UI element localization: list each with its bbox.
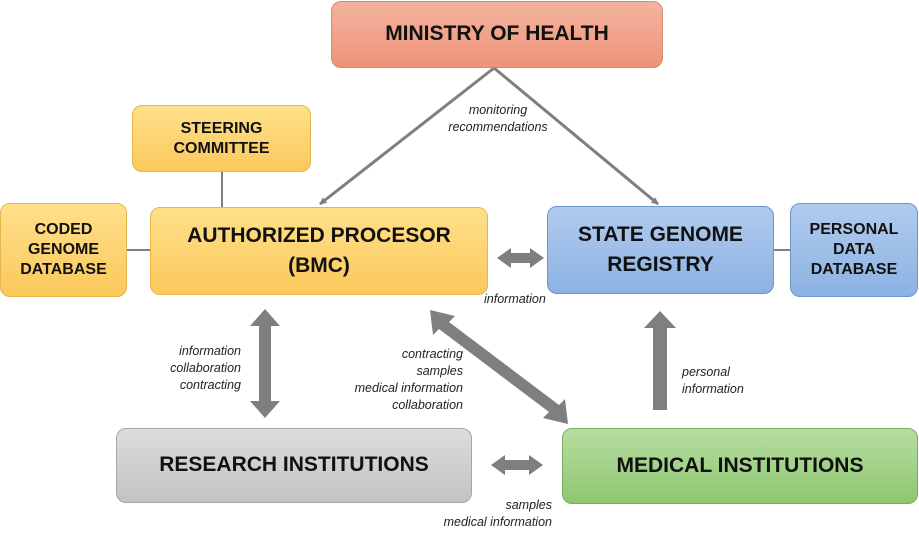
ministry-of-health-label: MINISTRY OF HEALTH <box>385 22 609 46</box>
research-link-label: information collaboration contracting <box>141 343 241 394</box>
medical-to-registry-arrow <box>644 311 676 410</box>
research-link-label-line: contracting <box>179 378 241 392</box>
monitoring-label: monitoring recommendations <box>433 102 563 136</box>
state-genome-registry-line: REGISTRY <box>607 253 714 276</box>
personal-data-database-box: PERSONAL DATA DATABASE <box>790 203 918 297</box>
samples-link-label: samples medical information <box>412 497 552 531</box>
coded-genome-database-line: CODED <box>34 221 93 238</box>
information-registry-label: information <box>484 291 546 308</box>
samples-link-label-line: samples <box>505 498 552 512</box>
medical-link-label-line: contracting <box>401 347 463 361</box>
medical-link-label-line: samples <box>416 364 463 378</box>
authorized-processor-line: AUTHORIZED PROCESOR <box>187 223 451 247</box>
medical-institutions-box: MEDICAL INSTITUTIONS <box>562 428 918 504</box>
authorized-processor-line: (BMC) <box>288 254 350 277</box>
processor-research-double-arrow <box>250 309 280 418</box>
ministry-of-health-box: MINISTRY OF HEALTH <box>331 1 663 68</box>
samples-link-label-line: medical information <box>443 515 552 529</box>
coded-genome-database-box: CODED GENOME DATABASE <box>0 203 127 297</box>
medical-link-label: contracting samples medical information … <box>323 346 463 414</box>
medical-link-label-line: collaboration <box>392 398 463 412</box>
ministry-to-registry-arrow <box>493 66 659 206</box>
personal-information-label: personal information <box>682 364 744 398</box>
personal-data-database-line: DATA <box>832 241 876 258</box>
ministry-to-processor-arrow <box>319 66 495 206</box>
research-link-label-line: collaboration <box>170 361 241 375</box>
steering-committee-line: STEERING <box>180 119 263 137</box>
steering-committee-line: COMMITTEE <box>173 139 270 157</box>
personal-data-database-line: PERSONAL <box>809 221 899 238</box>
steering-committee-box: STEERING COMMITTEE <box>132 105 311 172</box>
personal-information-label-line: information <box>682 382 744 396</box>
authorized-processor-box: AUTHORIZED PROCESOR (BMC) <box>150 207 488 295</box>
monitoring-label-line: recommendations <box>448 120 548 134</box>
state-genome-registry-line: STATE GENOME <box>578 222 743 246</box>
medical-link-label-line: medical information <box>354 381 463 395</box>
research-medical-double-arrow <box>491 455 543 475</box>
coded-genome-database-line: GENOME <box>27 241 100 258</box>
state-genome-registry-box: STATE GENOME REGISTRY <box>547 206 774 294</box>
processor-registry-double-arrow <box>497 248 544 268</box>
research-link-label-line: information <box>179 344 241 358</box>
research-institutions-label: RESEARCH INSTITUTIONS <box>159 453 429 477</box>
research-institutions-box: RESEARCH INSTITUTIONS <box>116 428 472 503</box>
personal-information-label-line: personal <box>682 365 730 379</box>
medical-institutions-label: MEDICAL INSTITUTIONS <box>616 453 864 477</box>
monitoring-label-line: monitoring <box>468 103 528 117</box>
processor-medical-double-arrow <box>430 310 568 424</box>
coded-genome-database-line: DATABASE <box>20 261 107 278</box>
personal-data-database-line: DATABASE <box>810 261 898 278</box>
information-registry-label-line: information <box>484 292 546 306</box>
